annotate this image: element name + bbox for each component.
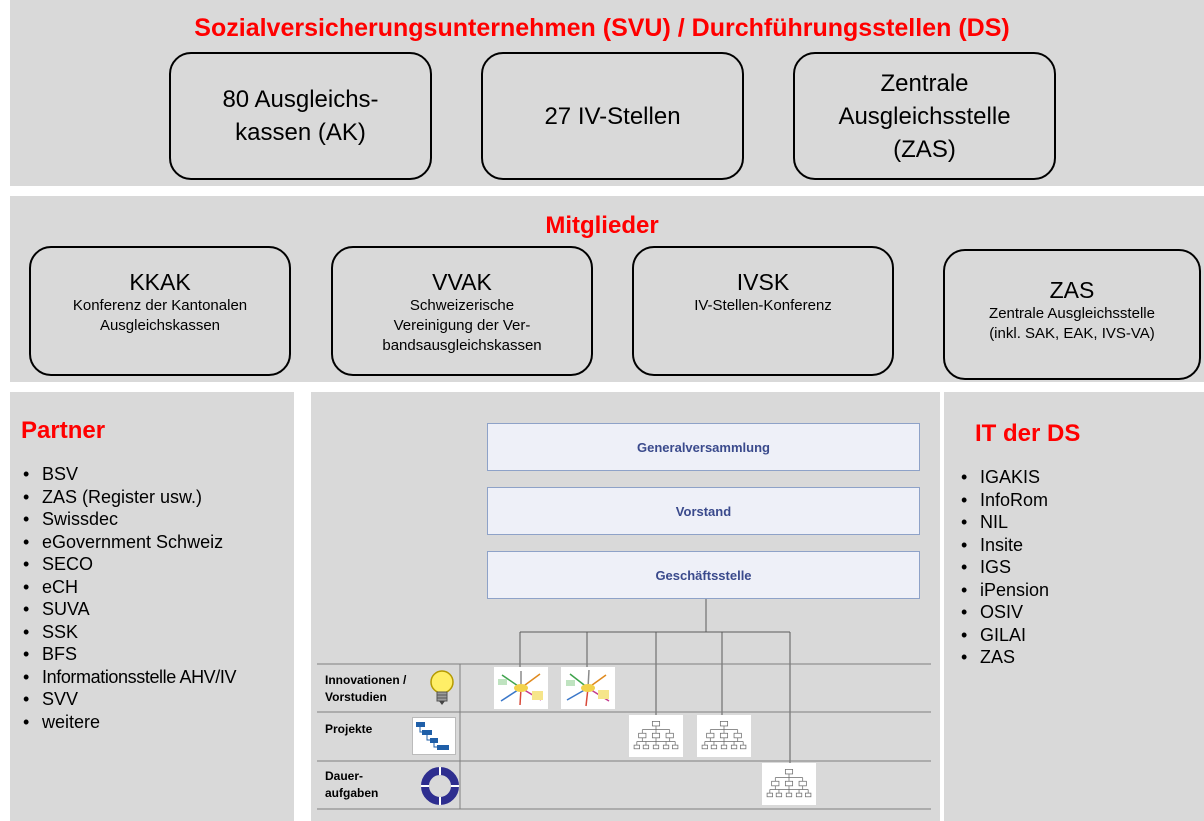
- hierarchy-thumbnail: [697, 715, 751, 757]
- it-item: NIL: [958, 511, 1049, 534]
- org-box-vorstand: Vorstand: [487, 487, 920, 535]
- org-box-generalversammlung: Generalversammlung: [487, 423, 920, 471]
- member-ivsk-head: IVSK: [736, 269, 790, 295]
- box-zas-line2: Ausgleichsstelle: [838, 102, 1011, 130]
- member-kkak-sub2: Ausgleichskassen: [99, 317, 221, 334]
- partner-item: ZAS (Register usw.): [20, 486, 236, 509]
- it-item: Insite: [958, 534, 1049, 557]
- row-label-projekte-line1: Projekte: [325, 722, 373, 736]
- org-box-geschaeftsstelle-label: Geschäftsstelle: [655, 567, 752, 583]
- partner-item: SVV: [20, 688, 236, 711]
- box-zas-line3: (ZAS): [893, 135, 956, 163]
- partner-item: Swissdec: [20, 508, 236, 531]
- member-vvak: VVAK Schweizerische Vereinigung der Ver-…: [331, 246, 593, 376]
- partner-item: eCH: [20, 576, 236, 599]
- row-label-innovationen: Innovationen / Vorstudien: [325, 672, 406, 706]
- it-item: InfoRom: [958, 489, 1049, 512]
- partner-item: SSK: [20, 621, 236, 644]
- member-zas-sub2: (inkl. SAK, EAK, IVS-VA): [989, 325, 1155, 342]
- partner-title: Partner: [21, 417, 106, 444]
- org-box-generalversammlung-label: Generalversammlung: [637, 439, 770, 455]
- partner-item: BSV: [20, 463, 236, 486]
- partner-item: weitere: [20, 711, 236, 734]
- it-list: IGAKIS InfoRom NIL Insite IGS iPension O…: [958, 466, 1049, 669]
- it-title: IT der DS: [975, 420, 1081, 447]
- partner-item: SECO: [20, 553, 236, 576]
- mindmap-thumbnail: [494, 667, 548, 709]
- partner-item: Informationsstelle AHV/IV: [20, 666, 236, 689]
- member-vvak-sub1: Schweizerische: [409, 297, 515, 314]
- member-vvak-sub2: Vereinigung der Ver-: [393, 317, 531, 334]
- member-ivsk: IVSK IV-Stellen-Konferenz: [632, 246, 894, 376]
- cycle-icon: [421, 767, 459, 805]
- row-label-innovationen-line2: Vorstudien: [325, 690, 387, 704]
- mindmap-thumbnail: [561, 667, 615, 709]
- member-kkak-head: KKAK: [129, 269, 191, 295]
- member-zas-sub1: Zentrale Ausgleichsstelle: [989, 305, 1155, 322]
- member-zas-head: ZAS: [1049, 277, 1095, 303]
- it-item: IGS: [958, 556, 1049, 579]
- member-kkak-sub1: Konferenz der Kantonalen: [72, 297, 248, 314]
- box-zentrale-ausgleichsstelle: Zentrale Ausgleichsstelle (ZAS): [793, 52, 1056, 180]
- gantt-chart-icon: [412, 717, 456, 755]
- box-ausgleichskassen: 80 Ausgleichs- kassen (AK): [169, 52, 432, 180]
- it-item: GILAI: [958, 624, 1049, 647]
- box-zas-line1: Zentrale: [880, 69, 969, 97]
- member-vvak-head: VVAK: [432, 269, 492, 295]
- it-item: IGAKIS: [958, 466, 1049, 489]
- row-label-daueraufgaben-line2: aufgaben: [325, 786, 379, 800]
- row-label-daueraufgaben: Dauer- aufgaben: [325, 768, 378, 802]
- member-vvak-sub3: bandsausgleichskassen: [382, 337, 542, 354]
- box-ausgleichskassen-line2: kassen (AK): [235, 119, 366, 146]
- members-title: Mitglieder: [545, 212, 659, 239]
- box-iv-stellen-line1: 27 IV-Stellen: [544, 102, 681, 130]
- row-label-innovationen-line1: Innovationen /: [325, 673, 407, 687]
- lightbulb-icon: [430, 670, 454, 705]
- hierarchy-thumbnail: [762, 763, 816, 805]
- row-label-daueraufgaben-line1: Dauer-: [325, 769, 364, 783]
- member-ivsk-sub1: IV-Stellen-Konferenz: [694, 297, 832, 314]
- partner-item: SUVA: [20, 598, 236, 621]
- row-label-projekte: Projekte: [325, 721, 372, 738]
- org-box-vorstand-label: Vorstand: [675, 503, 732, 519]
- svu-title: Sozialversicherungsunternehmen (SVU) / D…: [194, 14, 1010, 42]
- member-kkak: KKAK Konferenz der Kantonalen Ausgleichs…: [29, 246, 291, 376]
- partner-item: eGovernment Schweiz: [20, 531, 236, 554]
- org-box-geschaeftsstelle: Geschäftsstelle: [487, 551, 920, 599]
- it-item: iPension: [958, 579, 1049, 602]
- it-item: OSIV: [958, 601, 1049, 624]
- it-item: ZAS: [958, 646, 1049, 669]
- partner-list: BSV ZAS (Register usw.) Swissdec eGovern…: [20, 463, 236, 733]
- box-iv-stellen: 27 IV-Stellen: [481, 52, 744, 180]
- hierarchy-thumbnail: [629, 715, 683, 757]
- box-ausgleichskassen-line1: 80 Ausgleichs-: [222, 86, 379, 113]
- member-zas: ZAS Zentrale Ausgleichsstelle (inkl. SAK…: [943, 249, 1201, 380]
- partner-item: BFS: [20, 643, 236, 666]
